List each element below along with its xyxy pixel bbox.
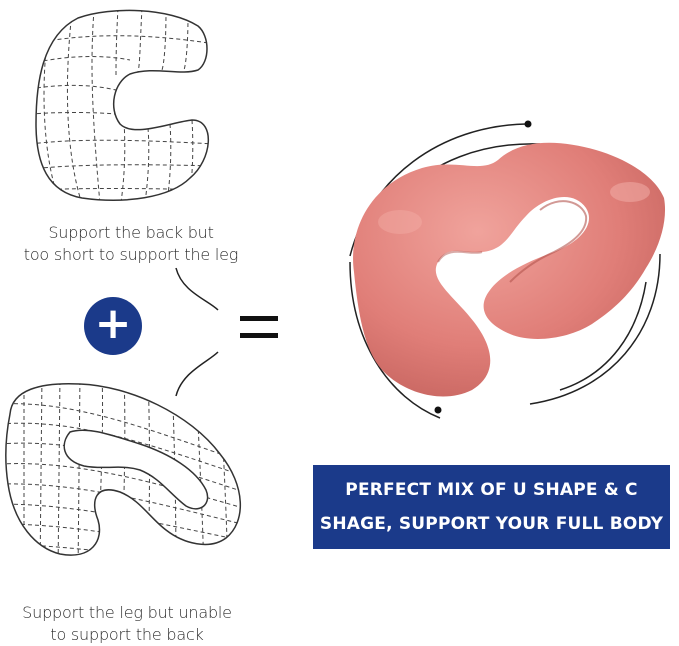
c-pillow-caption: Support the back but too short to suppor…: [0, 222, 262, 266]
c-pillow-sketch-icon: [20, 4, 220, 214]
u-pillow-caption-line1: Support the leg but unable: [22, 603, 232, 622]
plus-badge: +: [84, 297, 142, 355]
equals-icon: [240, 316, 280, 340]
u-pillow-caption-line2: to support the back: [50, 625, 204, 644]
pink-pillow-photo-icon: [330, 112, 679, 432]
c-pillow-caption-line2: too short to support the leg: [23, 245, 239, 264]
banner-line2: SHAGE, SUPPORT YOUR FULL BODY: [319, 514, 664, 534]
c-pillow-caption-line1: Support the back but: [48, 223, 214, 242]
feature-banner: PERFECT MIX OF U SHAPE & C SHAGE, SUPPOR…: [313, 465, 670, 549]
u-pillow-caption: Support the leg but unable to support th…: [0, 602, 254, 646]
plus-icon: +: [94, 298, 132, 349]
banner-line1: PERFECT MIX OF U SHAPE & C: [345, 480, 638, 500]
bracket-lines-icon: [168, 262, 228, 402]
u-pillow-sketch-icon: [0, 374, 250, 574]
